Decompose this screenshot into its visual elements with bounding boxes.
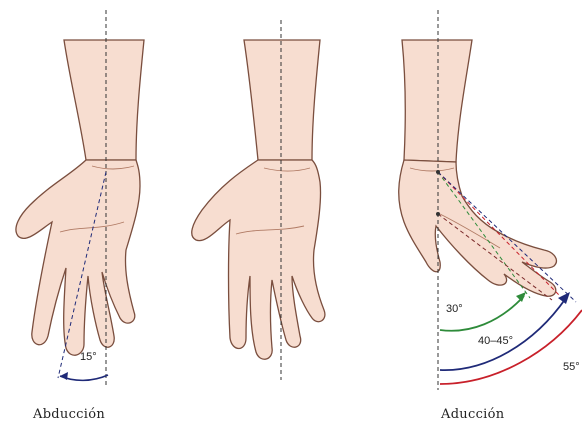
abduction-caption: Abducción xyxy=(33,407,105,422)
adduction-angle-label-55: 55° xyxy=(563,361,580,373)
adduction-hand xyxy=(399,160,557,296)
adduction-angle-label-40-45: 40–45° xyxy=(478,335,513,347)
adduction-arc-40-45-arrowhead xyxy=(558,292,570,304)
adduction-caption: Aducción xyxy=(441,407,504,422)
abduction-hand xyxy=(16,160,140,355)
abduction-hand-figure: 15° xyxy=(16,10,144,385)
neutral-hand-figure xyxy=(192,20,325,380)
adduction-pivot-dot-1 xyxy=(436,170,440,174)
adduction-pivot-dot-2 xyxy=(436,212,440,216)
adduction-arc-30-arrowhead xyxy=(516,292,526,302)
adduction-arc-55 xyxy=(440,310,582,384)
adduction-hand-figure: 30° 40–45° 55° xyxy=(399,10,582,390)
neutral-forearm xyxy=(244,40,320,160)
abduction-angle-label: 15° xyxy=(80,351,97,363)
neutral-hand xyxy=(192,160,325,359)
adduction-forearm xyxy=(402,40,472,162)
adduction-angle-label-30: 30° xyxy=(446,303,463,315)
abduction-arc-arrowhead xyxy=(60,372,68,380)
abduction-forearm xyxy=(64,40,144,160)
